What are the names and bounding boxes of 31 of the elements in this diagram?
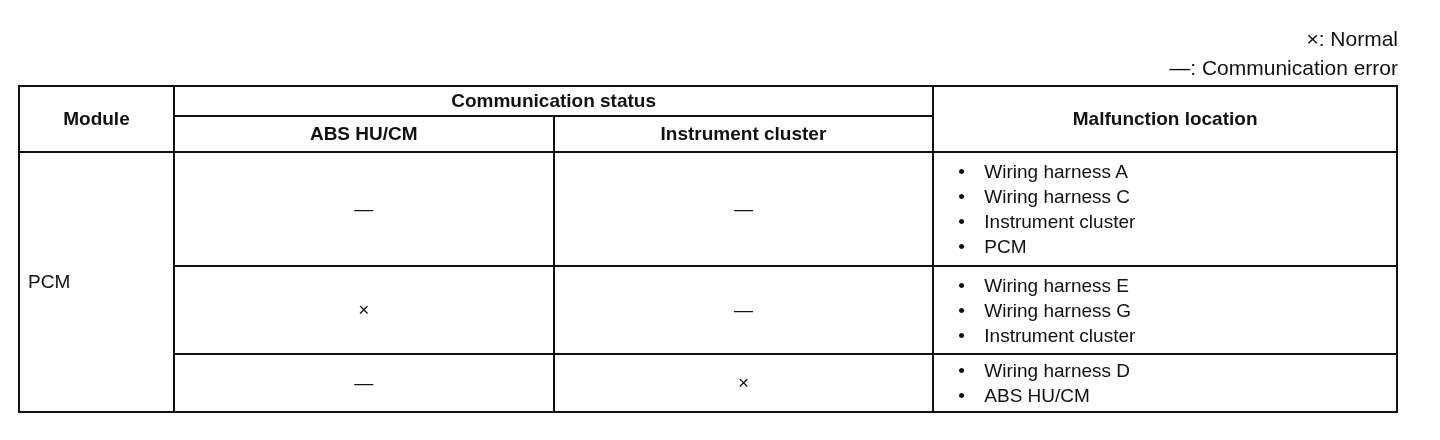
status-symbol: — — [553, 266, 934, 354]
malfunction-item: Wiring harness D — [984, 359, 1131, 383]
malfunction-item: Wiring harness E — [984, 273, 1129, 298]
bullet-point: • — [958, 160, 966, 184]
malfunction-item: Wiring harness G — [984, 298, 1132, 323]
malfunction-item: Wiring harness C — [984, 185, 1131, 209]
column-header: Communication status — [173, 86, 934, 116]
malfunction-item: PCM — [984, 235, 1027, 259]
column-header: Module — [19, 86, 174, 152]
bullet-point: • — [958, 210, 966, 234]
bullet-point: • — [958, 359, 966, 383]
malfunction-item: ABS HU/CM — [984, 384, 1090, 408]
bullet-point: • — [958, 323, 966, 348]
status-symbol: — — [173, 152, 554, 266]
status-symbol: — — [173, 354, 554, 412]
bullet-point: • — [958, 273, 966, 298]
status-symbol: × — [173, 266, 554, 354]
legend-note: —: Communication error — [1169, 55, 1398, 81]
bullet-point: • — [958, 298, 966, 323]
legend-note: ×: Normal — [1305, 26, 1398, 52]
malfunction-item: Instrument cluster — [984, 323, 1136, 348]
bullet-point: • — [958, 235, 966, 259]
column-header: Malfunction location — [933, 86, 1397, 152]
bullet-point: • — [958, 384, 966, 408]
module-name: PCM — [19, 152, 174, 412]
column-header: ABS HU/CM — [173, 116, 554, 152]
status-symbol: × — [553, 354, 934, 412]
status-symbol: — — [553, 152, 934, 266]
bullet-point: • — [958, 185, 966, 209]
malfunction-item: Wiring harness A — [984, 160, 1128, 184]
malfunction-item: Instrument cluster — [984, 210, 1136, 234]
